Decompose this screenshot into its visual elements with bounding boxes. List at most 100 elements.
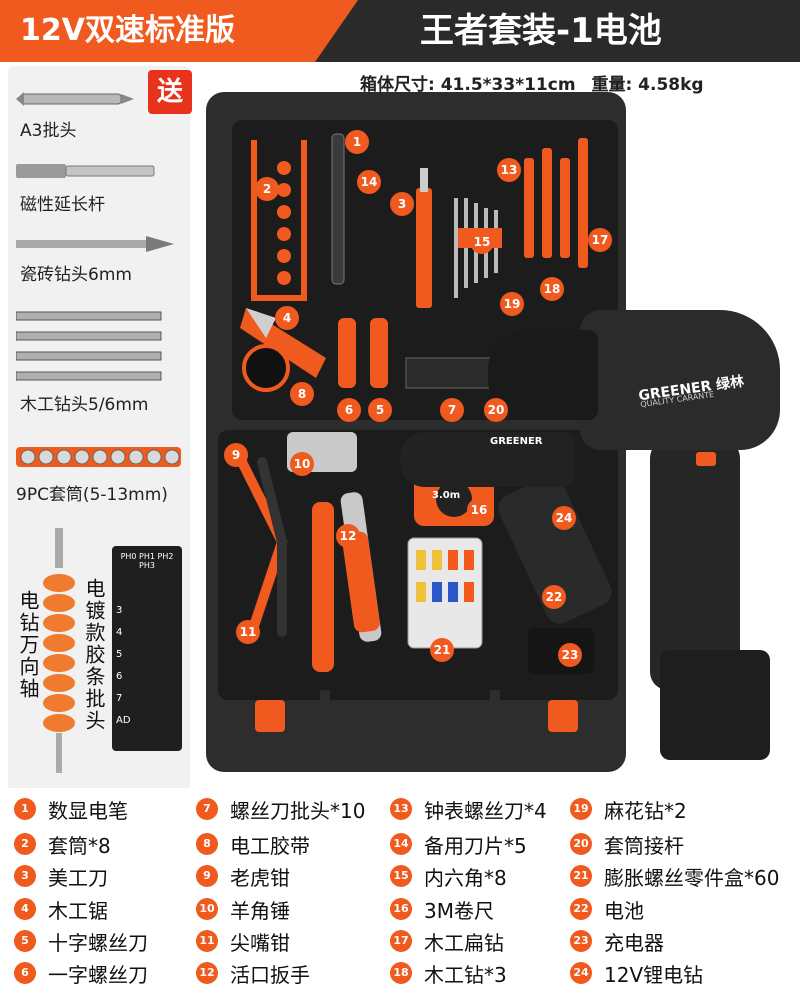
bonus-item-a3-bit: A3批头 [20,121,77,141]
legend-label: 木工钻*3 [424,962,507,987]
bit-label: 7 [116,693,123,704]
wood-bits-image [16,311,162,381]
marker-14: 14 [357,170,381,194]
legend-label: 尖嘴钳 [230,930,290,955]
legend-item: 7 螺丝刀批头*10 [196,795,365,823]
legend-number: 1 [14,798,36,820]
marker-17: 17 [588,228,612,252]
marker-3: 3 [390,192,414,216]
marker-5: 5 [368,398,392,422]
legend-number: 2 [14,833,36,855]
legend-number: 7 [196,798,218,820]
legend-label: 充电器 [604,930,664,955]
bit-holder-row-label: PH0 PH1 PH2 PH3 [120,552,174,570]
drill-body [580,310,780,450]
flex-shaft-image [43,528,75,773]
drill-battery [660,650,770,760]
drill-switch [696,452,716,466]
extension-rod-image [16,164,155,178]
marker-15: 15 [470,230,494,254]
marker-18: 18 [540,277,564,301]
lid-tools [240,133,588,392]
marker-13: 13 [497,158,521,182]
legend-number: 16 [390,898,412,920]
flex-shaft-label: 电钻万向轴 [16,590,40,700]
legend-item: 23 充电器 [570,927,664,955]
legend-label: 套筒接杆 [604,833,684,858]
legend-number: 15 [390,865,412,887]
bonus-item-socket-set: 9PC套筒(5-13mm) [16,485,168,505]
legend-label: 3M卷尺 [424,898,494,923]
legend-item: 6 一字螺丝刀 [14,959,148,987]
gift-badge: 送 [148,70,192,114]
case-latch-right [548,700,578,732]
legend-label: 螺丝刀批头*10 [230,798,366,823]
tape-measure-label: 3.0m [432,490,461,501]
kit-title: 王者套装-1电池 [420,11,662,51]
marker-23: 23 [558,643,582,667]
marker-21: 21 [430,638,454,662]
legend-label: 数显电笔 [48,798,128,823]
bit-holder-label: 电镀款胶条批头 [82,578,106,732]
legend-number: 17 [390,930,412,952]
marker-20: 20 [484,398,508,422]
bit-label: AD [116,715,131,726]
bit-label: 5 [116,649,123,660]
legend-label: 12V锂电钻 [604,962,704,987]
legend-item: 16 3M卷尺 [390,895,494,923]
case-size-label: 箱体尺寸: 41.5*33*11cm [360,75,576,95]
legend-item: 3 美工刀 [14,862,108,890]
marker-12: 12 [336,524,360,548]
legend-number: 4 [14,898,36,920]
legend-item: 17 木工扁钻 [390,927,504,955]
marker-24: 24 [552,506,576,530]
legend-item: 4 木工锯 [14,895,108,923]
marker-6: 6 [337,398,361,422]
marker-2: 2 [255,177,279,201]
marker-19: 19 [500,292,524,316]
legend-number: 23 [570,930,592,952]
a3-bit-image [16,92,134,106]
marker-1: 1 [345,130,369,154]
bit-holder [112,546,182,751]
legend-label: 木工扁钻 [424,930,504,955]
legend-label: 电工胶带 [230,833,310,858]
legend-label: 麻花钻*2 [604,798,687,823]
legend-label: 木工锯 [48,898,108,923]
legend-label: 电池 [604,898,644,923]
case-bottom-handle [320,690,500,744]
legend-number: 6 [14,962,36,984]
marker-4: 4 [275,306,299,330]
legend-number: 13 [390,798,412,820]
legend-number: 21 [570,865,592,887]
legend-number: 3 [14,865,36,887]
legend-number: 22 [570,898,592,920]
bonus-item-tile-bit: 瓷砖钻头6mm [20,265,132,285]
marker-10: 10 [290,452,314,476]
specs-line: 箱体尺寸: 41.5*33*11cm 重量: 4.58kg [360,70,704,95]
variant-label: 12V双速标准版 [0,0,358,62]
legend-item: 1 数显电笔 [14,795,128,823]
legend-label: 一字螺丝刀 [48,962,148,987]
small-drill-brand: GREENER [490,436,543,447]
legend-label: 十字螺丝刀 [48,930,148,955]
legend-number: 10 [196,898,218,920]
bonus-item-extension-rod: 磁性延长杆 [20,195,105,215]
marker-22: 22 [542,585,566,609]
legend-label: 美工刀 [48,865,108,890]
legend-label: 内六角*8 [424,865,507,890]
bit-label: 4 [116,627,123,638]
